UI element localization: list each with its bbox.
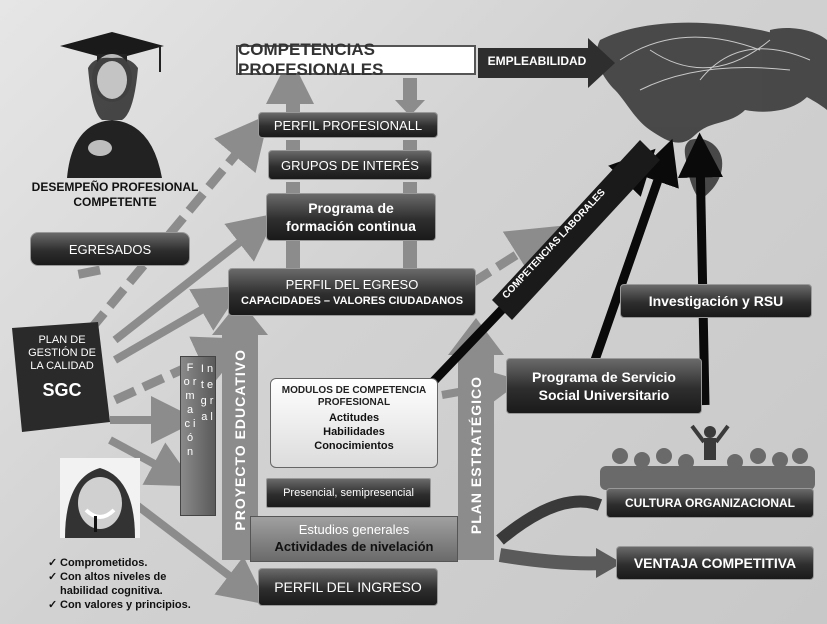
check-icon: ✓	[48, 557, 58, 569]
competencias-laborales-band	[492, 140, 660, 320]
black-arrow-investigacion	[590, 138, 679, 362]
perfil-egreso-subtitle: CAPACIDADES – VALORES CIUDADANOS	[240, 295, 464, 307]
cultura-organizacional-box: CULTURA ORGANIZACIONAL	[606, 488, 814, 518]
checklist-item: ✓ Con altos niveles de habilidad cogniti…	[48, 571, 167, 597]
audience-graphic	[600, 420, 815, 490]
programa-servicio-box: Programa de Servicio Social Universitari…	[506, 358, 702, 414]
empleabilidad-arrow	[478, 38, 615, 88]
competencias-profesionales-box: COMPETENCIAS PROFESIONALES	[236, 40, 476, 79]
presencial-box: Presencial, semipresencial	[266, 478, 431, 508]
plan-gestion-label: PLAN DE GESTIÓN DE LA CALIDAD	[28, 334, 96, 372]
check-icon: ✓	[48, 571, 58, 583]
checklist: ✓ Comprometidos. ✓ Con altos niveles de …	[48, 556, 258, 612]
perfil-egreso-title: PERFIL DEL EGRESO	[285, 277, 419, 292]
formacion-text: F o r m a c i ó n	[183, 362, 197, 458]
check-icon: ✓	[48, 599, 58, 611]
estudios-generales-box: Estudios generales Actividades de nivela…	[250, 516, 458, 562]
ventaja-competitiva-box: VENTAJA COMPETITIVA	[616, 546, 814, 580]
plan-gestion-box: PLAN DE GESTIÓN DE LA CALIDAD SGC	[12, 322, 112, 432]
actitudes-label: Actitudes	[328, 412, 380, 424]
black-arrow-servicio	[677, 132, 723, 406]
checklist-item: ✓ Con valores y principios.	[48, 599, 191, 611]
actividades-nivelacion-label: Actividades de nivelación	[274, 539, 434, 554]
perfil-ingreso-box: PERFIL DEL INGRESO	[258, 568, 438, 606]
formacion-integral-column: F o r m a c i ó n I n t e g r a l	[180, 356, 216, 516]
conocimientos-label: Conocimientos	[314, 440, 394, 452]
egresados-box: EGRESADOS	[30, 232, 190, 266]
grupos-interes-box: GRUPOS DE INTERÉS	[268, 150, 432, 180]
desempeno-label: DESEMPEÑO PROFESIONAL COMPETENTE	[31, 180, 199, 209]
perfil-egreso-box: PERFIL DEL EGRESO CAPACIDADES – VALORES …	[228, 268, 476, 316]
sgc-label: SGC	[42, 380, 82, 400]
checklist-item: ✓ Comprometidos.	[48, 557, 148, 569]
graduate-photo	[52, 28, 167, 178]
habilidades-label: Habilidades	[323, 426, 385, 438]
estudios-generales-label: Estudios generales	[298, 522, 410, 537]
modulos-title: MODULOS DE COMPETENCIA PROFESIONAL	[281, 385, 427, 408]
programa-formacion-box: Programa de formación continua	[266, 193, 436, 241]
student-photo	[60, 458, 140, 538]
empleabilidad-label: EMPLEABILIDAD	[487, 54, 587, 68]
plan-estrategico-label: PLAN ESTRATÉGICO	[468, 375, 484, 535]
integral-text: I n t e g r a l	[200, 363, 214, 423]
perfil-profesional-box: PERFIL PROFESIONALL	[258, 112, 438, 138]
investigacion-rsu-box: Investigación y RSU	[620, 284, 812, 318]
modulos-box: MODULOS DE COMPETENCIA PROFESIONAL Actit…	[270, 378, 438, 468]
